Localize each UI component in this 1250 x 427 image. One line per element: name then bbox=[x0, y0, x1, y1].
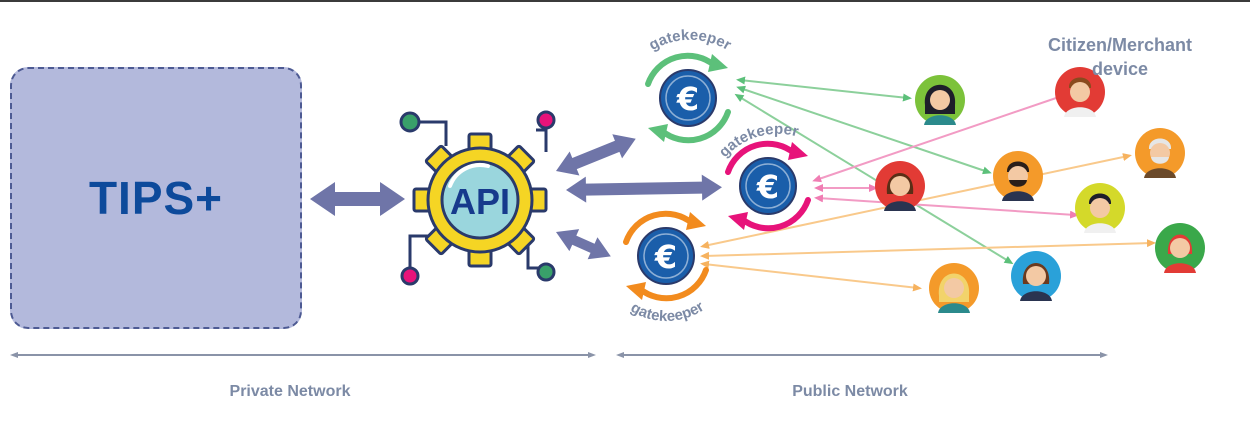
citizen-merchant-device-label: Citizen/Merchant device bbox=[1020, 33, 1220, 81]
api-gear-icon: API bbox=[399, 110, 556, 286]
euro-icon: € bbox=[676, 80, 699, 118]
gatekeeper-green: € gatekeeper bbox=[645, 27, 734, 144]
gatekeeper-orange: € gatekeeper bbox=[623, 210, 709, 325]
avatar-icon bbox=[993, 151, 1043, 201]
tips-plus-label: TIPS+ bbox=[88, 172, 224, 224]
avatar-icon bbox=[1011, 251, 1061, 301]
gatekeeper-pink: € gatekeeper bbox=[716, 121, 811, 232]
device-label-line1: Citizen/Merchant bbox=[1047, 35, 1193, 55]
avatar-icon bbox=[1135, 128, 1185, 178]
avatar-icon bbox=[875, 161, 925, 211]
public-network-label: Public Network bbox=[792, 383, 908, 400]
avatar-icon bbox=[1075, 183, 1125, 233]
euro-icon: € bbox=[654, 238, 677, 276]
api-label: API bbox=[450, 181, 510, 222]
gatekeeper-label-mid: gatekeeper bbox=[716, 121, 801, 161]
device-label-line2: device bbox=[1091, 59, 1149, 79]
euro-icon: € bbox=[756, 168, 779, 206]
avatar-icon bbox=[1155, 223, 1205, 273]
private-network-label: Private Network bbox=[229, 383, 351, 400]
device-avatars bbox=[875, 67, 1205, 313]
avatar-icon bbox=[929, 263, 979, 313]
gatekeeper-label-top: gatekeeper bbox=[646, 27, 734, 54]
api-gatekeeper-connectors bbox=[556, 134, 722, 260]
tips-api-connector bbox=[310, 182, 405, 216]
avatar-icon bbox=[1055, 67, 1105, 117]
gatekeeper-label-bottom: gatekeeper bbox=[628, 298, 707, 325]
top-rule bbox=[0, 0, 1250, 2]
avatar-icon bbox=[915, 75, 965, 125]
tips-plus-box: TIPS+ bbox=[10, 67, 302, 329]
